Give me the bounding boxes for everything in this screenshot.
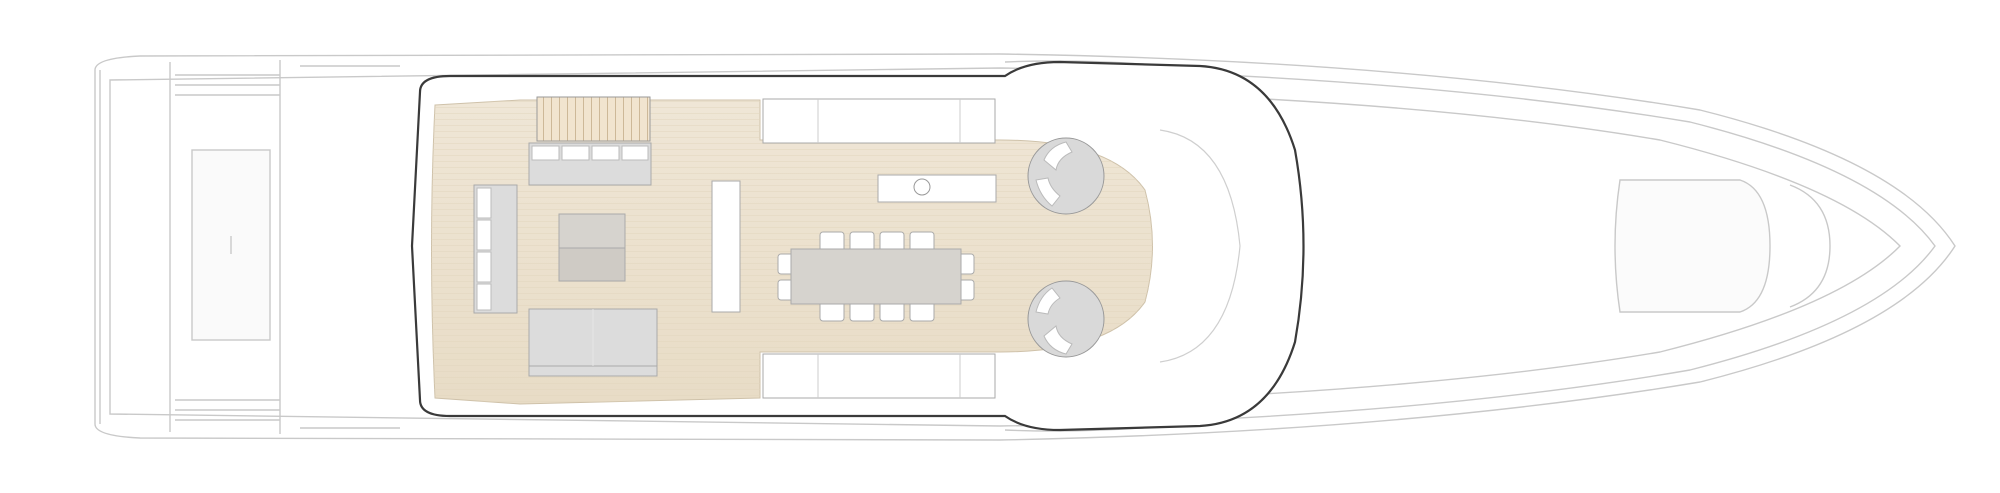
sofa-aft-left [473, 184, 518, 314]
dining-chairs [777, 231, 975, 322]
foredeck-sunpad [1614, 179, 1771, 313]
round-seating-bottom [1027, 280, 1105, 358]
hull-inner-line [109, 67, 1936, 427]
sofa-bottom [762, 353, 996, 399]
side-deck-aft [300, 65, 400, 429]
upper-deck [410, 60, 1305, 432]
sofa-aft-top [528, 142, 652, 186]
bar [877, 174, 997, 203]
sunpad [528, 308, 658, 377]
stairs [536, 96, 651, 142]
dining-table [790, 248, 962, 305]
aft-steps-bottom [175, 399, 280, 421]
console [711, 180, 741, 313]
coffee-table [558, 213, 626, 282]
swim-platform [99, 60, 281, 434]
deck-edge-line [999, 89, 1901, 405]
hardtop-front [1159, 129, 1241, 363]
aft-sunpad [191, 149, 271, 341]
hull [94, 53, 1956, 441]
round-seating-top [1027, 137, 1105, 215]
hull-outline [94, 53, 1956, 441]
sofa-top [762, 98, 996, 144]
aft-steps-top [175, 74, 280, 96]
bow-hatch [1789, 184, 1831, 308]
